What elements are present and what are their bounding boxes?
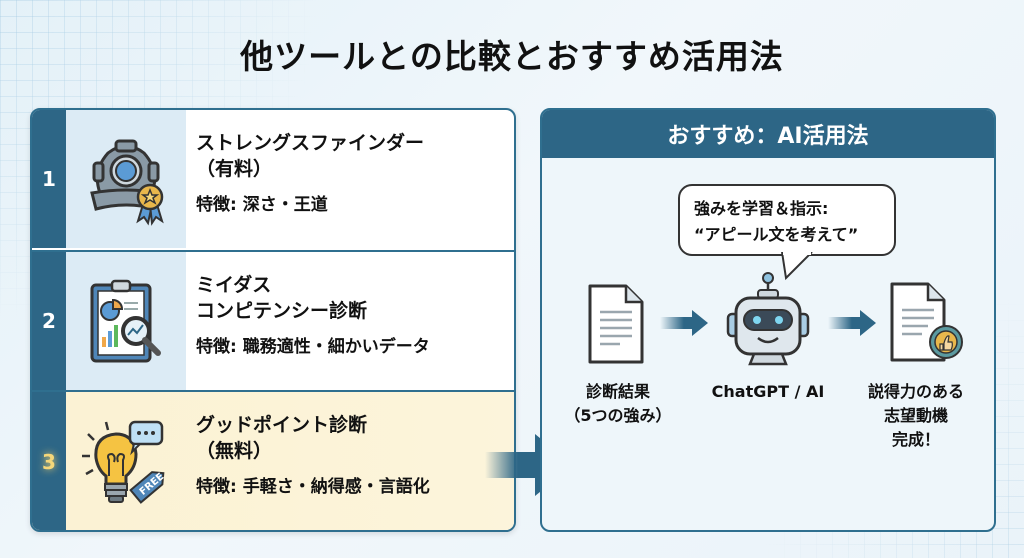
robot-icon bbox=[726, 272, 810, 366]
tool-price: （有料） bbox=[196, 158, 273, 180]
tool-feature: 特徴: 深さ・王道 bbox=[196, 195, 328, 215]
bubble-line2: “アピール文を考えて” bbox=[694, 225, 859, 244]
tool-row-highlighted: 3 FREE グッドポイント診断 bbox=[32, 390, 514, 530]
page-title: 他ツールとの比較とおすすめ活用法 bbox=[240, 37, 784, 76]
instruction-speech-bubble: 強みを学習＆指示: “アピール文を考えて” bbox=[678, 184, 896, 256]
row-number: 3 bbox=[32, 392, 66, 530]
tool-name-line2: コンピテンシー診断 bbox=[196, 300, 368, 322]
step-label-ai: ChatGPT / AI bbox=[698, 380, 838, 404]
row-number: 1 bbox=[32, 110, 66, 248]
tool-feature: 特徴: 手軽さ・納得感・言語化 bbox=[196, 477, 430, 497]
tool-name: ストレングスファインダー bbox=[196, 132, 425, 154]
step-label-line: 診断結果 bbox=[585, 382, 650, 401]
step-label-line: 志望動機 bbox=[883, 406, 948, 425]
bubble-line1: 強みを学習＆指示: bbox=[694, 199, 829, 218]
approved-document-icon bbox=[890, 282, 963, 362]
panel-header: おすすめ：AI活用法 bbox=[542, 110, 994, 158]
flow-arrow-icon bbox=[828, 310, 876, 336]
clipboard-chart-magnifier-icon bbox=[90, 279, 161, 363]
lightbulb-free-tag-icon: FREE bbox=[82, 420, 167, 504]
tool-row: 1 ストレングスファインダー （有料） 特徴: 深さ・王道 bbox=[32, 110, 514, 248]
tool-name: ミイダス bbox=[196, 274, 272, 296]
step-label-line: ChatGPT / AI bbox=[711, 382, 825, 401]
tool-row: 2 ミイダス コンピテンシー診断 特徴: 職務適性・細かいデータ bbox=[32, 250, 514, 390]
tool-name: グッドポイント診断 bbox=[196, 414, 368, 436]
document-icon bbox=[588, 284, 644, 364]
speech-bubble-tail-icon bbox=[781, 252, 813, 281]
step-label-results: 診断結果 （5つの強み） bbox=[556, 380, 680, 428]
step-label-line: 完成！ bbox=[891, 430, 940, 449]
tool-comparison-list: 1 ストレングスファインダー （有料） 特徴: 深さ・王道 2 bbox=[30, 108, 516, 532]
flow-arrow-icon bbox=[660, 310, 708, 336]
tool-feature: 特徴: 職務適性・細かいデータ bbox=[196, 337, 430, 357]
tool-price: （無料） bbox=[196, 440, 273, 462]
step-label-line: （5つの強み） bbox=[564, 406, 672, 425]
ai-usage-panel: おすすめ：AI活用法 強みを学習＆指示: “アピール文を考えて” bbox=[540, 108, 996, 532]
step-label-output: 説得力のある 志望動機 完成！ bbox=[848, 380, 984, 452]
row-number: 2 bbox=[32, 252, 66, 390]
step-label-line: 説得力のある bbox=[867, 382, 964, 401]
diving-helmet-with-badge-icon bbox=[90, 139, 164, 226]
